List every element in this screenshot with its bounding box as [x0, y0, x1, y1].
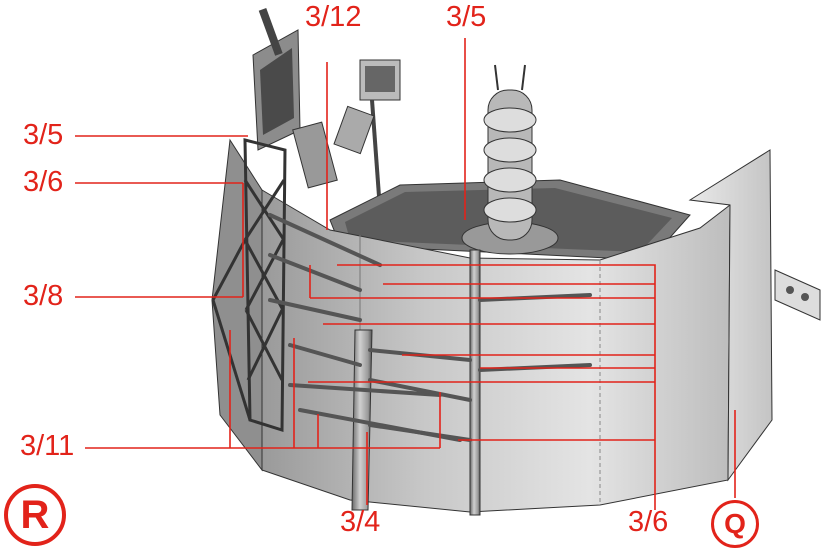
callout-3-11: 3/11: [20, 430, 75, 462]
callout-3-6-left: 3/6: [23, 166, 64, 198]
callout-3-5-left: 3/5: [23, 119, 64, 151]
floodlight-towers: [292, 59, 401, 211]
part-badge-q: Q: [711, 500, 759, 548]
callout-3-5-top: 3/5: [446, 1, 487, 33]
callout-3-8: 3/8: [23, 280, 64, 312]
callout-3-4: 3/4: [340, 506, 381, 538]
side-attachment: [774, 269, 821, 321]
callout-lines: [75, 38, 736, 510]
callout-3-6-bottom: 3/6: [628, 506, 669, 538]
stadium-wall: [261, 149, 773, 513]
stand-bars: [268, 213, 592, 442]
callout-3-12: 3/12: [305, 1, 362, 33]
section-badge-r: R: [4, 484, 66, 546]
scoreboard-panel: [252, 7, 301, 151]
central-tower: [461, 64, 559, 255]
